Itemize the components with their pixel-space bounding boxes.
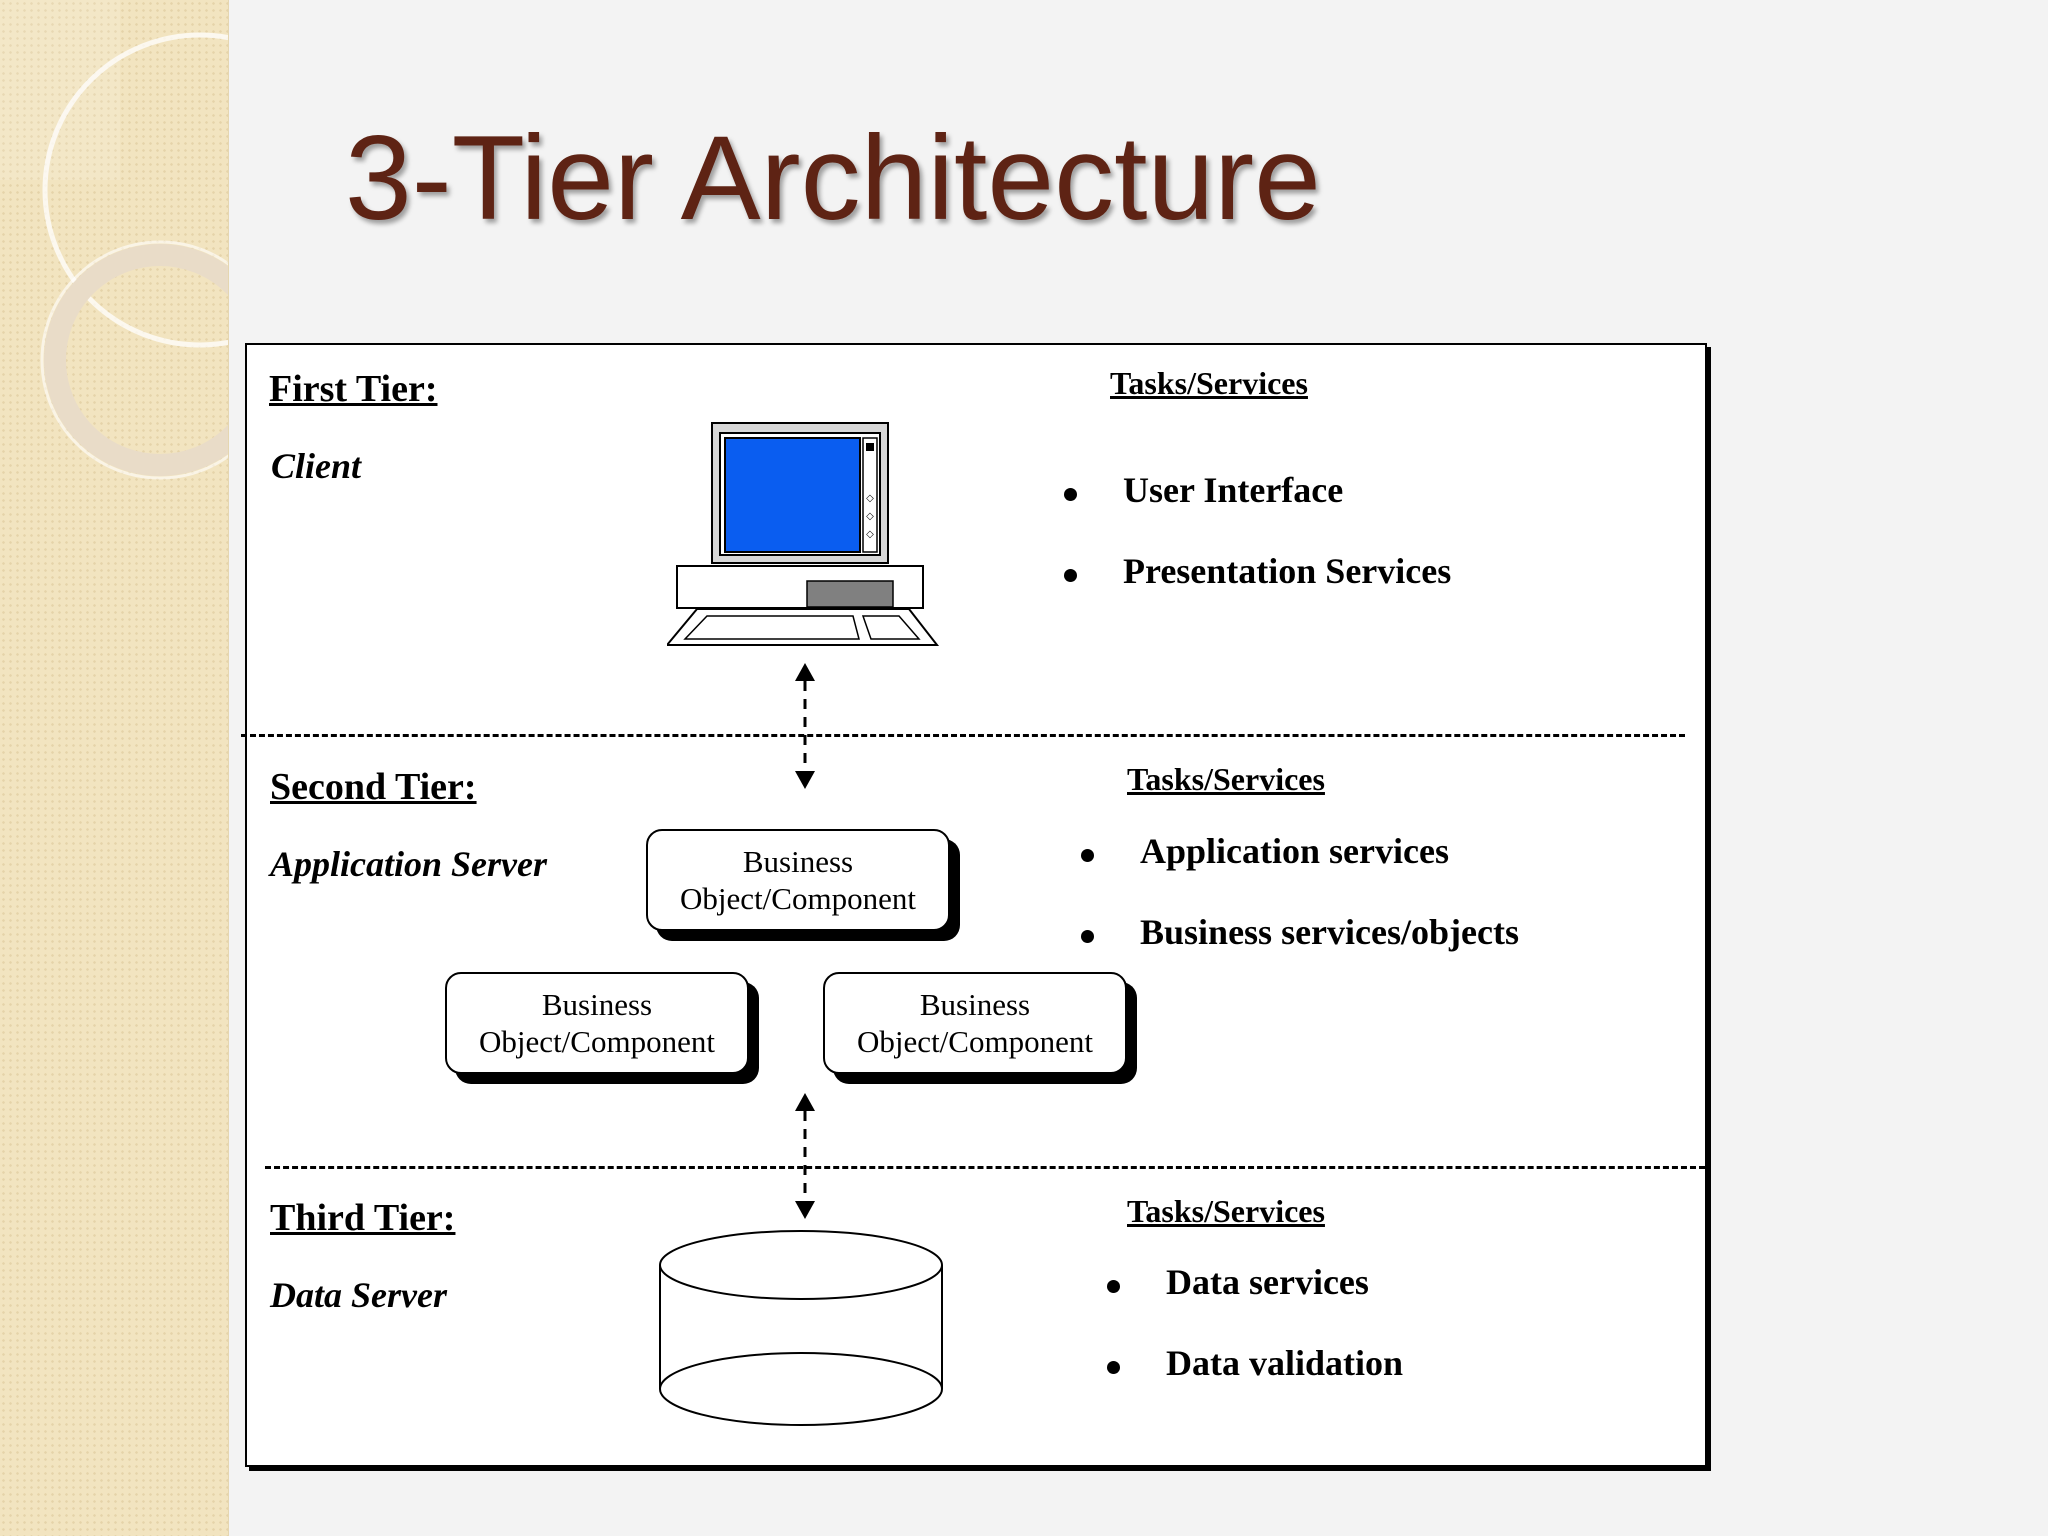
service-presentation: Presentation Services <box>1123 551 1452 591</box>
third-tier-heading: Third Tier: <box>270 1197 456 1239</box>
second-tier-heading: Second Tier: <box>270 766 477 808</box>
component-label-line2: Object/Component <box>680 881 916 916</box>
bullet-icon <box>1107 1361 1120 1374</box>
first-tier-role: Client <box>271 446 362 486</box>
service-application: Application services <box>1140 831 1449 871</box>
business-component-box: Business Object/Component <box>823 972 1127 1074</box>
business-component-box: Business Object/Component <box>646 829 950 931</box>
svg-text:◇: ◇ <box>866 529 874 540</box>
component-label-line1: Business <box>742 843 854 879</box>
service-data-validation: Data validation <box>1166 1343 1404 1383</box>
third-tier-services-heading: Tasks/Services <box>1127 1193 1325 1229</box>
desktop-computer-icon: ◇ ◇ ◇ <box>667 422 940 646</box>
decorative-rings-icon <box>0 0 228 480</box>
bidirectional-arrow-icon <box>795 663 815 789</box>
component-label-line2: Object/Component <box>479 1024 715 1059</box>
tier-divider-2 <box>265 1166 1705 1169</box>
bullet-icon <box>1107 1280 1120 1293</box>
service-data: Data services <box>1166 1262 1369 1302</box>
bullet-icon <box>1064 569 1077 582</box>
bullet-icon <box>1081 849 1094 862</box>
component-label-line1: Business <box>919 986 1031 1022</box>
decorative-side-panel <box>0 0 229 1536</box>
third-tier-role: Data Server <box>270 1275 447 1315</box>
business-component-box: Business Object/Component <box>445 972 749 1074</box>
architecture-diagram: First Tier: Client Tasks/Services User I… <box>241 343 1707 1467</box>
second-tier-services-heading: Tasks/Services <box>1127 761 1325 797</box>
svg-text:◇: ◇ <box>866 511 874 522</box>
service-user-interface: User Interface <box>1123 470 1344 510</box>
component-label-line2: Object/Component <box>857 1024 1093 1059</box>
first-tier-services-heading: Tasks/Services <box>1110 365 1308 401</box>
slide-title: 3-Tier Architecture <box>345 111 1321 245</box>
bullet-icon <box>1064 488 1077 501</box>
service-business: Business services/objects <box>1140 912 1519 952</box>
database-cylinder-icon <box>659 1230 943 1426</box>
component-label-line1: Business <box>541 986 653 1022</box>
bidirectional-arrow-icon <box>795 1093 815 1219</box>
svg-text:◇: ◇ <box>866 493 874 504</box>
second-tier-role: Application Server <box>270 844 547 884</box>
first-tier-heading: First Tier: <box>269 368 438 410</box>
tier-divider-1 <box>241 734 1685 737</box>
bullet-icon <box>1081 930 1094 943</box>
